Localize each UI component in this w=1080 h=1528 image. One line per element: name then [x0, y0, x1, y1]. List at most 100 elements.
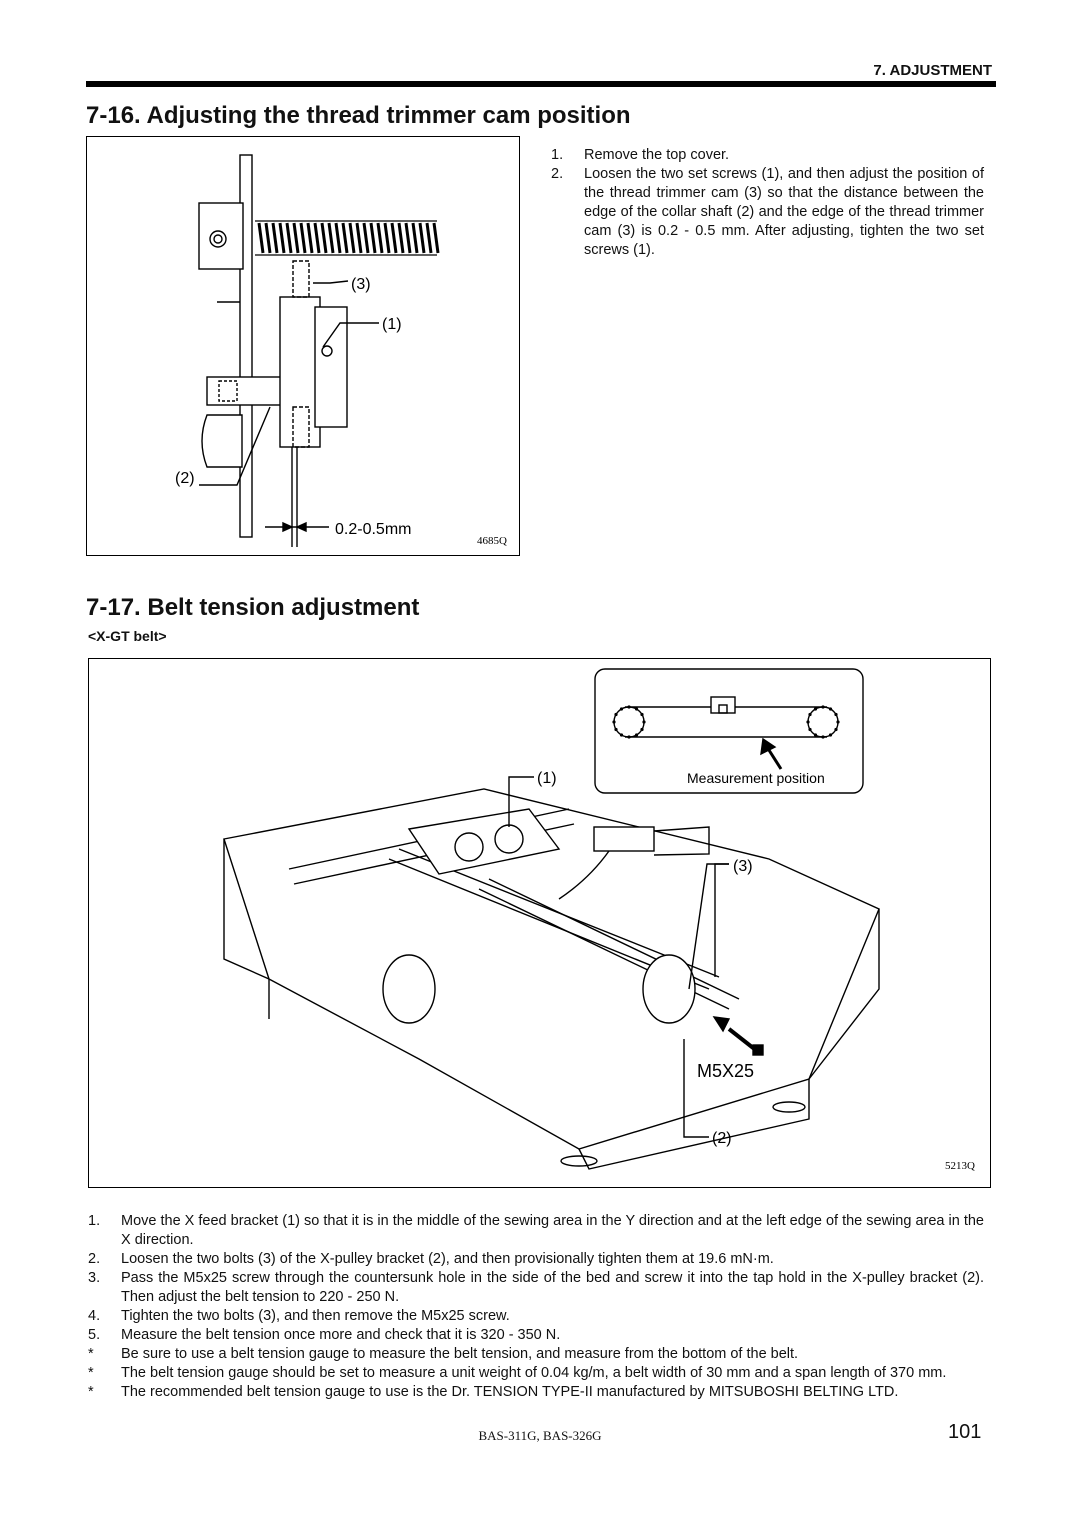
- sprocket-tooth: [834, 727, 838, 732]
- spring-coil-turn: [341, 222, 349, 254]
- step-text: Tighten the two bolts (3), and then remo…: [121, 1308, 510, 1324]
- list-item: * Be sure to use a belt tension gauge to …: [88, 1345, 984, 1364]
- spring-coil-turn: [271, 222, 279, 254]
- step-number: 2.: [88, 1251, 101, 1267]
- x-gt-belt-subheading: <X-GT belt>: [88, 628, 167, 644]
- cam-diagram: (3) (1) (2) 0.2-0.5mm 4685Q: [175, 154, 507, 547]
- sprocket-tooth: [627, 735, 631, 739]
- spring-coil-turn: [299, 222, 307, 254]
- spring-coil-turn: [355, 222, 363, 254]
- step-text: Pass the M5x25 screw through the counter…: [121, 1270, 984, 1305]
- spring-coil-turn: [432, 222, 440, 254]
- bolts-callout: (3): [733, 858, 753, 875]
- spring-coil-turn: [411, 222, 419, 254]
- screw-callout: (1): [382, 316, 402, 333]
- figure-code-5213q: 5213Q: [945, 1160, 975, 1172]
- page-number: 101: [948, 1421, 982, 1443]
- sprocket-tooth: [806, 720, 810, 724]
- header-rule: [86, 81, 996, 87]
- figure-code-4685q: 4685Q: [477, 535, 507, 547]
- sprocket-tooth: [642, 720, 646, 724]
- spring-coil-turn: [383, 222, 391, 254]
- note-text: The recommended belt tension gauge to us…: [121, 1384, 899, 1400]
- list-item: * The recommended belt tension gauge to u…: [88, 1383, 984, 1402]
- thread-trimmer-cam-figure: (3) (1) (2) 0.2-0.5mm 4685Q: [86, 136, 520, 556]
- sprocket-tooth: [640, 712, 644, 717]
- belt-assembly-diagram: Measurement position: [223, 668, 975, 1172]
- list-item: 5. Measure the belt tension once more and…: [88, 1326, 984, 1345]
- sprocket-tooth: [612, 720, 616, 724]
- sprocket-tooth: [808, 727, 812, 732]
- section-717-steps: 1. Move the X feed bracket (1) so that it…: [88, 1212, 984, 1402]
- list-item: 2.Loosen the two bolts (3) of the X-pull…: [88, 1250, 984, 1269]
- sprocket-tooth: [634, 733, 639, 737]
- list-item: 3. Pass the M5x25 screw through the count…: [88, 1269, 984, 1307]
- sprocket-tooth: [834, 712, 838, 717]
- sprocket-tooth: [619, 707, 624, 711]
- dimension-label: 0.2-0.5mm: [335, 521, 411, 538]
- measurement-position-label: Measurement position: [687, 770, 825, 786]
- sprocket-tooth: [614, 727, 618, 732]
- bracket-callout: (1): [537, 770, 557, 787]
- step-number: 5.: [88, 1327, 101, 1343]
- spring-coil-turn: [404, 222, 412, 254]
- sprocket-tooth: [627, 705, 631, 709]
- list-item: 1. Move the X feed bracket (1) so that it…: [88, 1212, 984, 1250]
- note-marker: *: [88, 1384, 94, 1400]
- sprocket-tooth: [813, 707, 818, 711]
- belt-tension-figure: Measurement position: [88, 658, 991, 1188]
- step-text: Remove the top cover.: [584, 147, 730, 163]
- sprocket-tooth: [821, 705, 825, 709]
- screw-size-label: M5X25: [697, 1061, 754, 1081]
- spring-coil-turn: [292, 222, 300, 254]
- step-number: 3.: [88, 1270, 101, 1286]
- spring-coil-turn: [278, 222, 286, 254]
- note-marker: *: [88, 1346, 94, 1362]
- footer-model: BAS-311G, BAS-326G: [478, 1428, 602, 1443]
- spring-coil-turn: [257, 222, 265, 254]
- spring-coil-turn: [264, 222, 272, 254]
- sprocket-tooth: [828, 707, 833, 711]
- sprocket-tooth: [634, 707, 639, 711]
- spring-coil-turn: [397, 222, 405, 254]
- step-number: 2.: [551, 166, 564, 182]
- chapter-header: 7. ADJUSTMENT: [873, 62, 992, 79]
- spring-coil-turn: [425, 222, 433, 254]
- list-item: 2. Loosen the two set screws (1), and th…: [551, 165, 984, 260]
- step-text: Loosen the two set screws (1), and then …: [584, 166, 984, 258]
- list-item: 1. Remove the top cover.: [551, 146, 984, 165]
- sprocket-tooth: [614, 712, 618, 717]
- spring-coil-turn: [390, 222, 398, 254]
- sprocket-tooth: [828, 733, 833, 737]
- step-number: 1.: [551, 147, 564, 163]
- sprocket-tooth: [836, 720, 840, 724]
- spring-coil-turn: [306, 222, 314, 254]
- pulley-bracket-callout: (2): [712, 1130, 732, 1147]
- spring-coil-turn: [362, 222, 370, 254]
- cam-callout: (3): [351, 276, 371, 293]
- note-text: The belt tension gauge should be set to …: [121, 1365, 947, 1381]
- spring-coil-turn: [348, 222, 356, 254]
- step-text: Move the X feed bracket (1) so that it i…: [121, 1213, 984, 1248]
- spring-coil-turn: [369, 222, 377, 254]
- spring-coil-turn: [334, 222, 342, 254]
- spring-coil-turn: [320, 222, 328, 254]
- section-716-steps: 1. Remove the top cover. 2. Loosen the t…: [551, 146, 984, 260]
- list-item: 4.Tighten the two bolts (3), and then re…: [88, 1307, 984, 1326]
- note-marker: *: [88, 1365, 94, 1381]
- list-item: * The belt tension gauge should be set to…: [88, 1364, 984, 1383]
- collar-callout: (2): [175, 470, 195, 487]
- spring-coil-turn: [285, 222, 293, 254]
- spring-coil-turn: [376, 222, 384, 254]
- sprocket-tooth: [619, 733, 624, 737]
- spring-coil-turn: [313, 222, 321, 254]
- sprocket-tooth: [640, 727, 644, 732]
- section-716-title: 7-16. Adjusting the thread trimmer cam p…: [86, 102, 631, 129]
- step-number: 1.: [88, 1213, 101, 1229]
- spring-coil-turn: [327, 222, 335, 254]
- step-text: Measure the belt tension once more and c…: [121, 1327, 561, 1343]
- note-text: Be sure to use a belt tension gauge to m…: [121, 1346, 799, 1362]
- sprocket-tooth: [821, 735, 825, 739]
- sprocket-tooth: [808, 712, 812, 717]
- sprocket-tooth: [813, 733, 818, 737]
